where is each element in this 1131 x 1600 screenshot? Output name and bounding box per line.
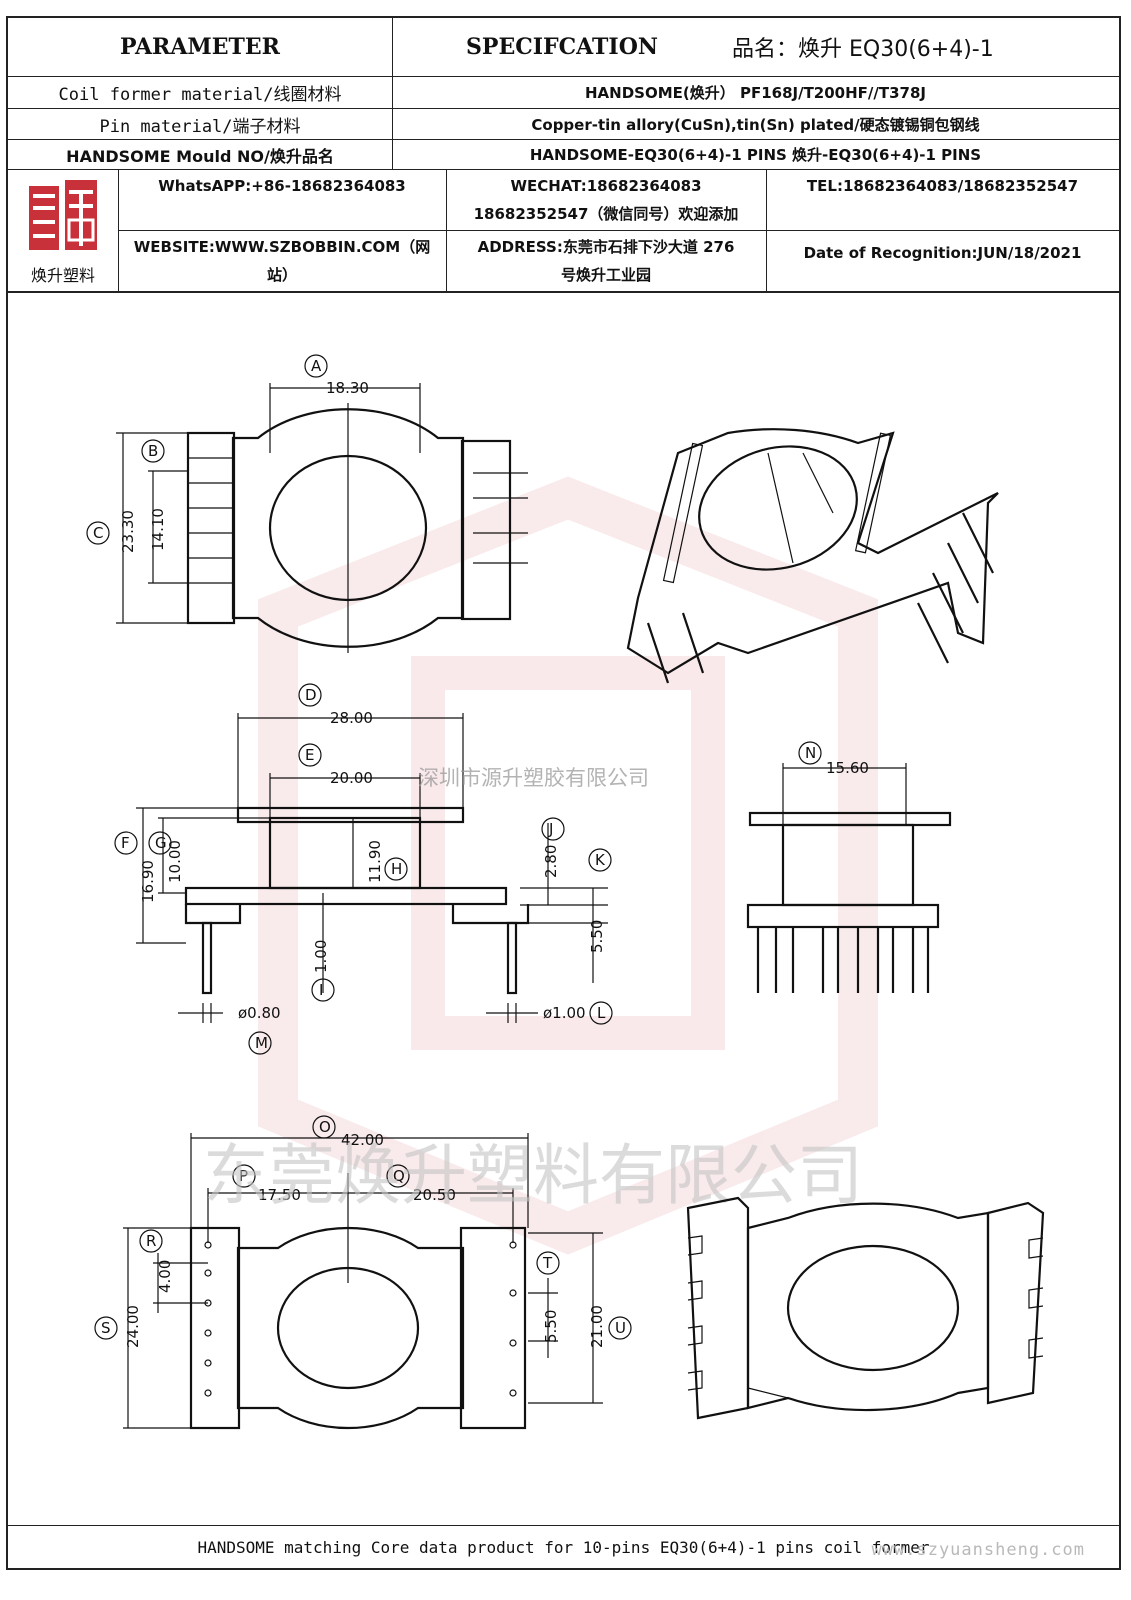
svg-text:D: D <box>305 686 317 704</box>
company-info-block: 焕升塑料 WhatsAPP:+86-18682364083 WECHAT:186… <box>8 170 1119 293</box>
wechat-note: 18682352547（微信同号）欢迎添加 <box>473 205 739 223</box>
watermark-logo <box>258 476 878 1255</box>
side-view: 28.00 D 20.00 E 16.90 F 10.00 G 11.90 H … <box>114 683 613 1055</box>
svg-text:J: J <box>548 820 553 838</box>
isometric-view-top <box>626 428 999 684</box>
dim-n-value: 15.60 <box>826 759 869 777</box>
svg-text:L: L <box>597 1004 606 1022</box>
website-note: 站） <box>266 266 297 284</box>
website-block: WEBSITE:WWW.SZBOBBIN.COM（网 站） <box>118 231 446 291</box>
svg-text:K: K <box>595 851 606 869</box>
tel-text: TEL:18682364083/18682352547 <box>806 177 1079 195</box>
svg-text:H: H <box>391 860 402 878</box>
spec-value: Copper-tin allory(CuSn),tin(Sn) plated/硬… <box>531 115 980 134</box>
isometric-view-bottom <box>686 1196 1045 1420</box>
product-name: 品名：焕升 EQ30(6+4)-1 <box>732 37 994 62</box>
svg-text:B: B <box>148 442 158 460</box>
spec-value: HANDSOME-EQ30(6+4)-1 PINS 焕升-EQ30(6+4)-1… <box>529 146 982 164</box>
specification-heading: SPECIFCATION <box>466 34 658 60</box>
svg-text:S: S <box>101 1319 111 1337</box>
company-logo: 焕升塑料 <box>8 170 118 291</box>
svg-text:Q: Q <box>393 1167 405 1185</box>
address-block: ADDRESS:东莞市石排下沙大道 276 号焕升工业园 <box>446 231 766 291</box>
dim-u-value: 21.00 <box>588 1305 606 1348</box>
dim-p-value: 17.50 <box>258 1186 301 1204</box>
spec-row-pin: Pin material/端子材料 Copper-tin allory(CuSn… <box>8 109 1119 140</box>
svg-text:A: A <box>311 357 322 375</box>
svg-text:U: U <box>615 1319 626 1337</box>
dim-k-value: 5.50 <box>588 920 606 953</box>
header-row: PARAMETER SPECIFCATION 品名：焕升 EQ30(6+4)-1 <box>8 18 1119 77</box>
dim-i-value: 1.00 <box>312 940 330 973</box>
bottom-view: 42.00 O 17.50 P 20.50 Q 4.00 R 24.00 S 5… <box>94 1115 632 1430</box>
svg-text:I: I <box>319 981 323 999</box>
watermark-company-large: 东莞焕升塑料有限公司 <box>203 1137 863 1214</box>
wechat-block: WECHAT:18682364083 18682352547（微信同号）欢迎添加 <box>446 170 766 230</box>
svg-text:T: T <box>542 1254 553 1272</box>
svg-text:C: C <box>93 524 103 542</box>
dim-q-value: 20.50 <box>413 1186 456 1204</box>
footer-text: HANDSOME matching Core data product for … <box>197 1537 930 1557</box>
dim-l-value: ø1.00 <box>543 1004 586 1022</box>
datasheet: PARAMETER SPECIFCATION 品名：焕升 EQ30(6+4)-1… <box>6 16 1121 1570</box>
footer-bar: HANDSOME matching Core data product for … <box>8 1525 1119 1568</box>
svg-text:E: E <box>305 746 314 764</box>
dim-e-value: 20.00 <box>330 769 373 787</box>
spec-label: HANDSOME Mould NO/焕升品名 <box>66 146 334 166</box>
top-view: 18.30 A 23.30 C 14.10 B <box>86 354 528 653</box>
spec-label: Pin material/端子材料 <box>99 116 301 137</box>
logo-text: 焕升塑料 <box>30 265 95 285</box>
watermark-url: www.szyuansheng.com <box>871 1540 1085 1560</box>
svg-text:F: F <box>121 834 130 852</box>
dim-s-value: 24.00 <box>124 1305 142 1348</box>
logo-icon <box>29 179 97 250</box>
spec-value: HANDSOME(焕升） PF168J/T200HF//T378J <box>584 84 926 102</box>
spec-row-coil: Coil former material/线圈材料 HANDSOME(焕升） P… <box>8 77 1119 109</box>
spec-label: Coil former material/线圈材料 <box>58 85 342 105</box>
watermark-company-small: 深圳市源升塑胶有限公司 <box>418 766 649 790</box>
dim-c-value: 23.30 <box>119 510 137 553</box>
svg-text:R: R <box>146 1232 156 1250</box>
dim-d-value: 28.00 <box>330 709 373 727</box>
technical-drawing: 18.30 A 23.30 C 14.10 B <box>86 354 1045 1430</box>
svg-text:G: G <box>155 834 167 852</box>
svg-text:N: N <box>805 744 816 762</box>
website-text: WEBSITE:WWW.SZBOBBIN.COM（网 <box>133 238 431 256</box>
svg-text:M: M <box>255 1034 268 1052</box>
spec-row-mould: HANDSOME Mould NO/焕升品名 HANDSOME-EQ30(6+4… <box>8 140 1119 170</box>
dim-a-value: 18.30 <box>326 379 369 397</box>
address-text: ADDRESS:东莞市石排下沙大道 276 <box>477 238 735 256</box>
svg-text:O: O <box>319 1118 331 1136</box>
address-note: 号焕升工业园 <box>560 266 651 284</box>
whatsapp-text: WhatsAPP:+86-18682364083 <box>158 177 406 195</box>
dim-o-value: 42.00 <box>341 1131 384 1149</box>
dim-r-value: 4.00 <box>156 1260 174 1293</box>
dim-j-value: 2.80 <box>542 845 560 878</box>
parameter-heading: PARAMETER <box>120 34 280 60</box>
dim-h-value: 11.90 <box>366 840 384 883</box>
dim-m-value: ø0.80 <box>238 1004 281 1022</box>
dim-g-value: 10.00 <box>166 840 184 883</box>
recognition-date: Date of Recognition:JUN/18/2021 <box>803 244 1082 262</box>
dim-b-value: 14.10 <box>149 508 167 551</box>
front-view: 15.60 N <box>746 741 952 993</box>
svg-text:P: P <box>239 1167 248 1185</box>
dim-t-value: 5.50 <box>542 1310 560 1343</box>
dim-f-value: 16.90 <box>139 860 157 903</box>
wechat-text: WECHAT:18682364083 <box>510 177 702 195</box>
